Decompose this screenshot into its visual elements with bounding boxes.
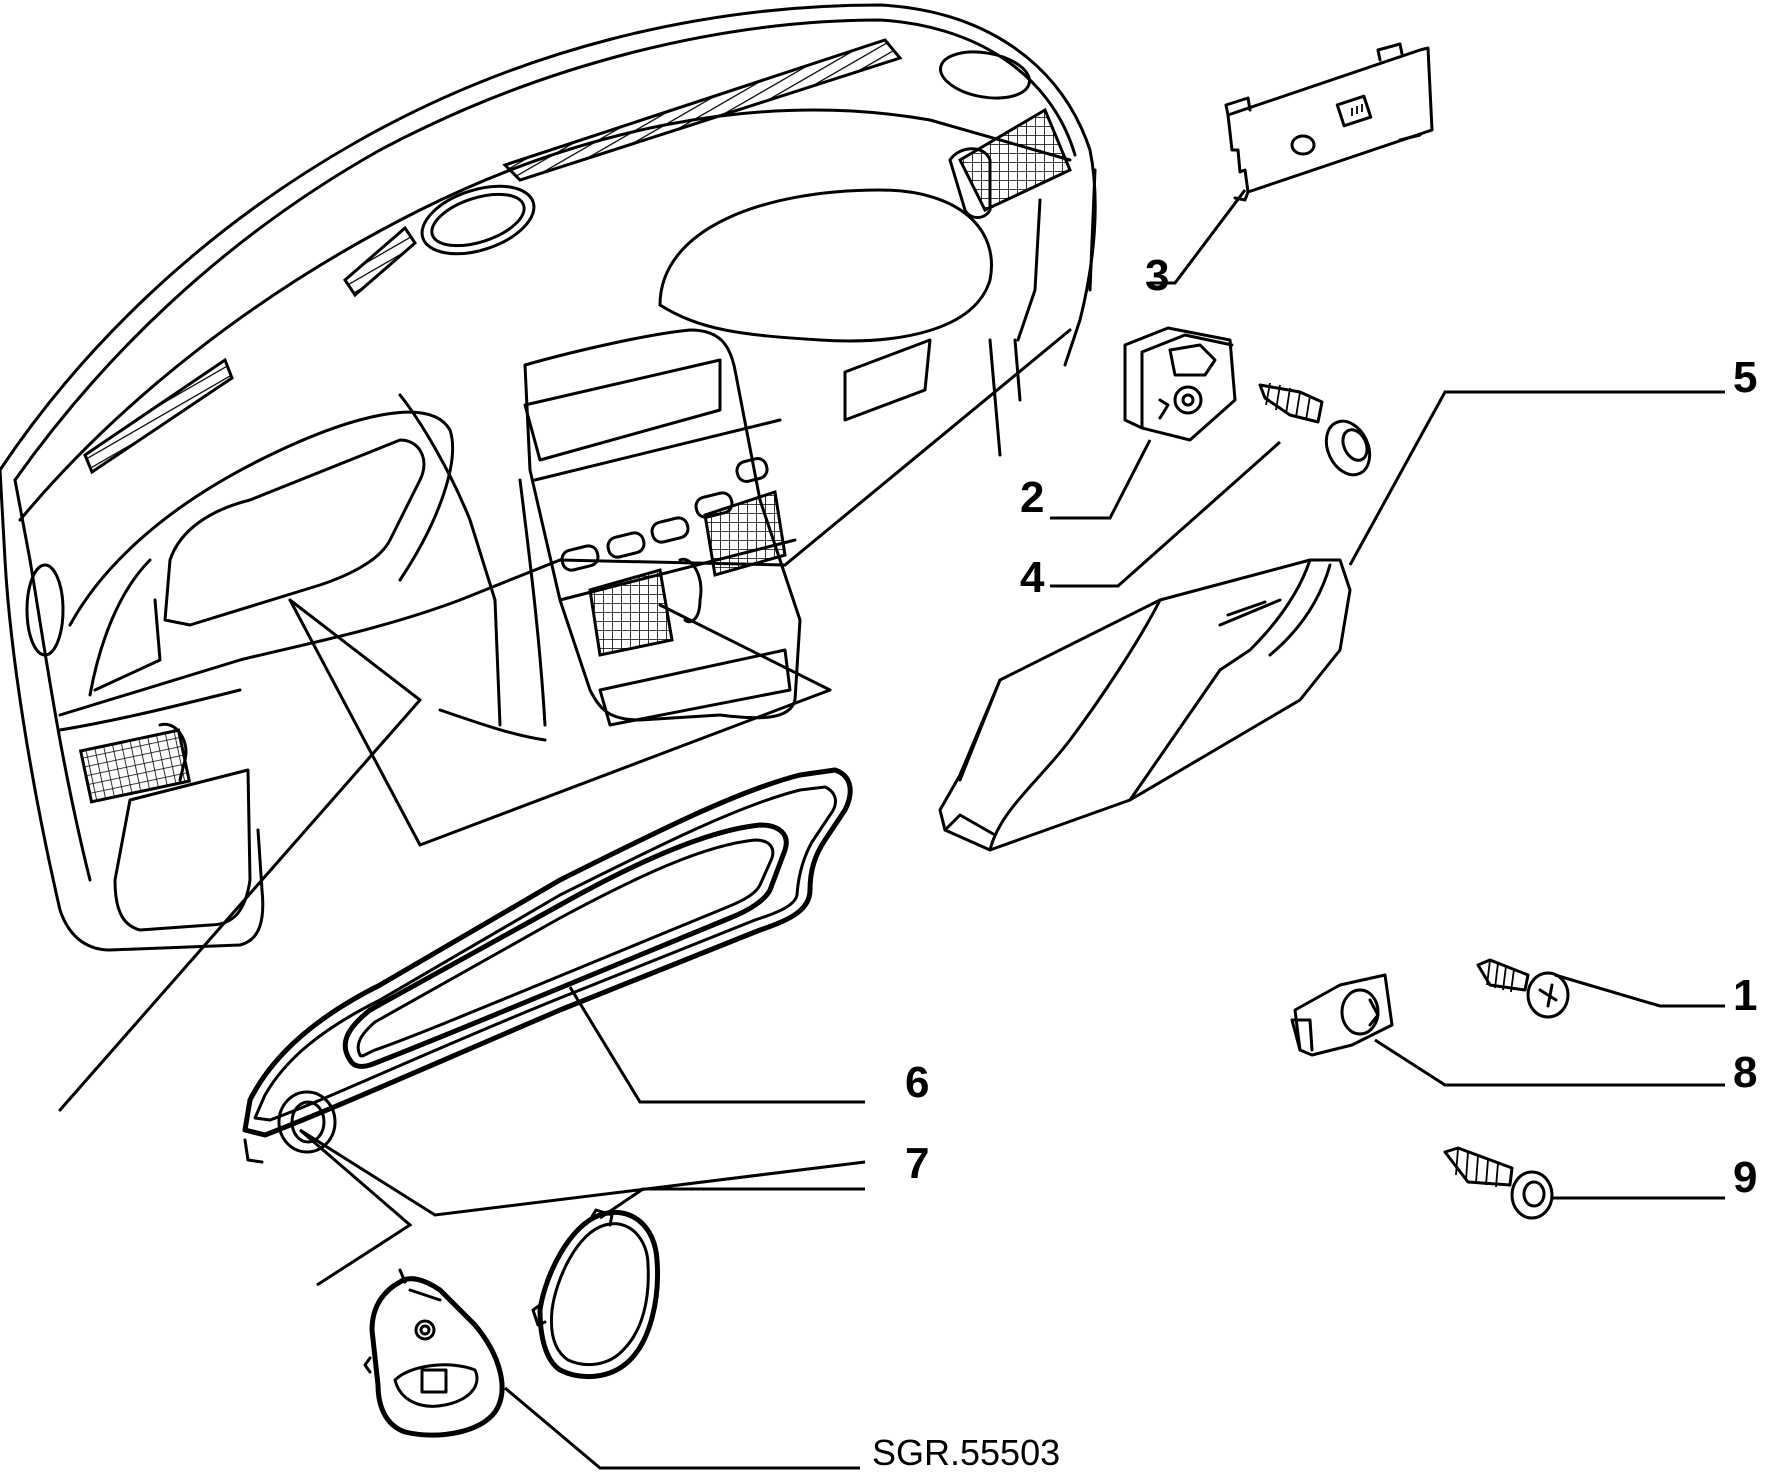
part-6-cluster-bezel xyxy=(242,767,853,1164)
callout-7: 7 xyxy=(905,1139,929,1188)
part-2-clip xyxy=(1123,326,1237,442)
radio-slot xyxy=(523,358,722,462)
side-vent-left xyxy=(25,563,65,657)
cluster-bezel-switch-hole xyxy=(277,1090,337,1154)
center-console xyxy=(523,328,802,722)
console-storage-tray xyxy=(598,648,792,727)
callout-2: 2 xyxy=(1020,473,1044,522)
callout-3: 3 xyxy=(1145,251,1169,300)
defrost-vent-center xyxy=(502,38,903,182)
speaker-grille-right xyxy=(939,50,1031,100)
part-8-clip-nut xyxy=(1290,973,1394,1057)
reference-code: SGR.55503 xyxy=(872,1432,1060,1472)
callout-9: 9 xyxy=(1733,1153,1757,1202)
headlamp-switch xyxy=(363,1268,505,1438)
callout-5: 5 xyxy=(1733,353,1757,402)
defrost-vent-left xyxy=(83,357,234,475)
lower-left-panel xyxy=(113,768,252,932)
center-vent-left xyxy=(588,568,674,657)
leader-lines xyxy=(299,189,1725,1470)
part-7-cap-cover xyxy=(531,1208,660,1380)
defrost-vent-left-small xyxy=(343,225,417,298)
part-3-bracket-plate xyxy=(1224,42,1434,202)
air-vent-left xyxy=(78,728,192,804)
passenger-airbag-cover xyxy=(658,188,993,343)
callout-1: 1 xyxy=(1733,971,1757,1020)
callout-6: 6 xyxy=(905,1058,929,1107)
center-vent-right xyxy=(703,490,787,577)
part-5-glovebox-bin xyxy=(938,558,1352,852)
speaker-grille-top xyxy=(420,184,536,256)
callout-8: 8 xyxy=(1733,1048,1757,1097)
air-vent-right xyxy=(958,107,1072,212)
instrument-cluster-hood xyxy=(68,410,455,627)
part-4-screw xyxy=(1258,382,1372,477)
instrument-cluster-window xyxy=(163,438,426,627)
glovebox-handle-recess xyxy=(843,338,932,422)
part-9-screw xyxy=(1443,1146,1554,1220)
part-1-screw xyxy=(1476,958,1570,1019)
dashboard-assembly xyxy=(0,3,1097,1112)
callout-4: 4 xyxy=(1020,553,1045,602)
